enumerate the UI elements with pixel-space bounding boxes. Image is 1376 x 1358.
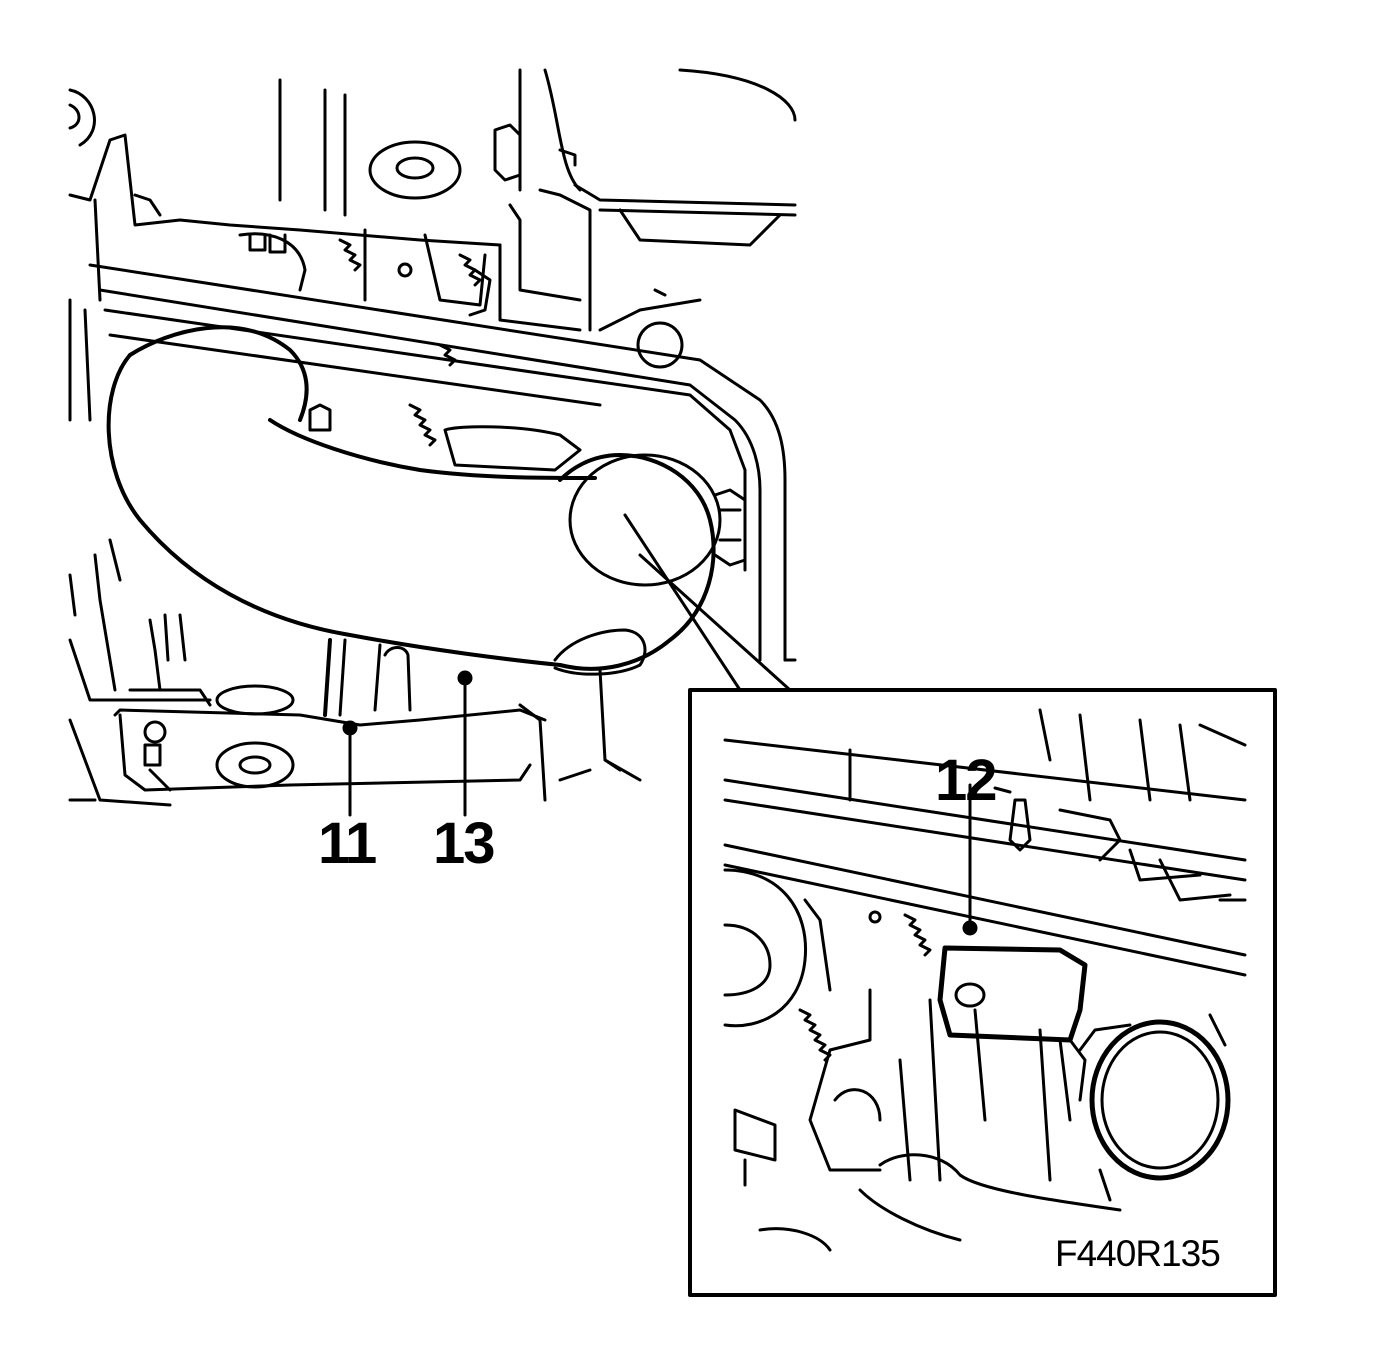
detail-inset	[688, 688, 1277, 1297]
callout-label-11: 11	[318, 811, 377, 876]
callout-label-12: 12	[935, 748, 997, 813]
callout-11-leader	[342, 720, 358, 817]
detail-pointer-lines	[623, 513, 792, 692]
engine-bay-main-view	[68, 68, 797, 807]
figure-code: F440R135	[1055, 1233, 1221, 1274]
callout-label-13: 13	[433, 811, 495, 876]
callout-12-leader	[962, 783, 1012, 936]
detail-inset-drawing	[723, 708, 1247, 1252]
callout-13-leader	[457, 670, 473, 817]
